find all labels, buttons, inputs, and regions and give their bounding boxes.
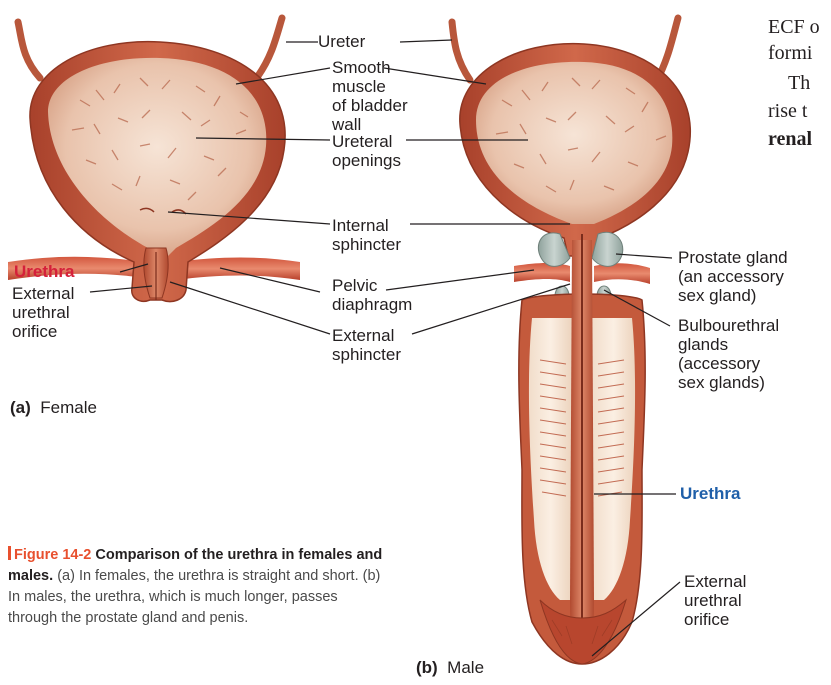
figure-caption: Figure 14-2 Comparison of the urethra in… <box>8 545 388 629</box>
label-line: External <box>684 572 746 591</box>
label-prostate-gland: Prostate gland (an accessory sex gland) <box>678 248 788 305</box>
label-line: of bladder <box>332 96 408 115</box>
label-line: sex gland) <box>678 286 788 305</box>
label-ureter: Ureter <box>318 32 365 51</box>
caption-marker <box>8 546 11 560</box>
label-line: Prostate gland <box>678 248 788 267</box>
label-line: Bulbourethral <box>678 316 779 335</box>
label-external-sphincter: External sphincter <box>332 326 401 364</box>
book-text-line5: renal <box>768 126 812 152</box>
label-line: urethral <box>12 303 74 322</box>
label-line: Internal <box>332 216 401 235</box>
label-line: muscle <box>332 77 408 96</box>
part-b-letter: (b) <box>416 658 438 677</box>
label-ureteral-openings: Ureteral openings <box>332 132 401 170</box>
book-text-line3: Th <box>788 70 810 96</box>
label-urethra-male: Urethra <box>680 484 740 503</box>
label-line: orifice <box>684 610 746 629</box>
label-external-orifice-female: External urethral orifice <box>12 284 74 341</box>
label-urethra-female: Urethra <box>14 262 74 281</box>
label-line: diaphragm <box>332 295 412 314</box>
label-line: (accessory <box>678 354 779 373</box>
label-line: openings <box>332 151 401 170</box>
label-line: sphincter <box>332 345 401 364</box>
label-line: sphincter <box>332 235 401 254</box>
female-anatomy <box>8 18 300 302</box>
label-line: Ureteral <box>332 132 401 151</box>
female-ureter-right <box>258 18 282 76</box>
figure-number: Figure 14-2 <box>14 547 91 563</box>
book-text-line4: rise t <box>768 98 807 124</box>
label-line: External <box>12 284 74 303</box>
part-a-title: (a) Female <box>10 398 97 418</box>
part-b-name: Male <box>447 658 484 677</box>
part-a-name: Female <box>40 398 97 417</box>
label-line: (an accessory <box>678 267 788 286</box>
male-ureter-left <box>452 22 470 80</box>
label-line: External <box>332 326 401 345</box>
label-line: Smooth <box>332 58 408 77</box>
part-b-title: (b) Male <box>416 658 484 678</box>
book-text-bold: renal <box>768 128 812 150</box>
label-pelvic-diaphragm: Pelvic diaphragm <box>332 276 412 314</box>
book-text-line1: ECF o <box>768 14 820 40</box>
label-line: sex glands) <box>678 373 779 392</box>
label-bulbourethral-glands: Bulbourethral glands (accessory sex glan… <box>678 316 779 392</box>
male-pelvic-diaphragm <box>514 263 570 282</box>
label-internal-sphincter: Internal sphincter <box>332 216 401 254</box>
label-line: urethral <box>684 591 746 610</box>
label-line: glands <box>678 335 779 354</box>
male-anatomy <box>452 18 690 664</box>
book-text-line2: formi <box>768 40 812 66</box>
part-a-letter: (a) <box>10 398 31 417</box>
caption-body: (a) In females, the urethra is straight … <box>8 568 380 626</box>
female-ureter-left <box>18 22 40 78</box>
label-line: orifice <box>12 322 74 341</box>
label-external-orifice-male: External urethral orifice <box>684 572 746 629</box>
label-line: Pelvic <box>332 276 412 295</box>
label-smooth-muscle: Smooth muscle of bladder wall <box>332 58 408 134</box>
